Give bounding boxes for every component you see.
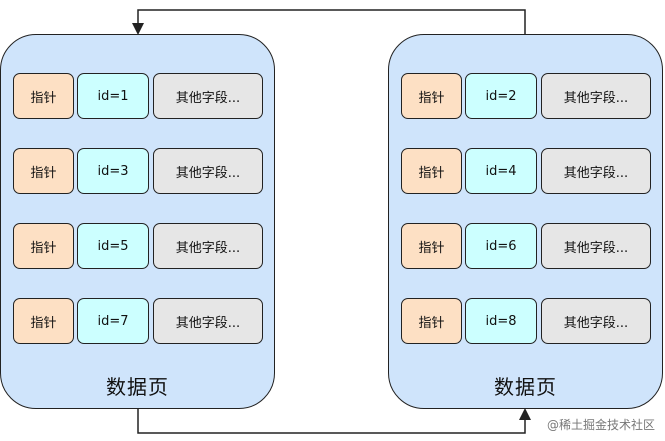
id-cell: id=8 [465,298,537,344]
id-cell: id=2 [465,73,537,119]
other-fields-cell: 其他字段... [153,73,263,119]
pointer-cell: 指针 [401,73,462,119]
other-fields-cell: 其他字段... [541,73,651,119]
id-cell: id=1 [77,73,149,119]
id-cell: id=3 [77,148,149,194]
data-page-left: 指针 id=1 其他字段... 指针 id=3 其他字段... 指针 id=5 … [0,34,275,409]
pointer-cell: 指针 [13,298,74,344]
pointer-cell: 指针 [13,148,74,194]
other-fields-cell: 其他字段... [541,223,651,269]
pointer-cell: 指针 [13,223,74,269]
id-cell: id=7 [77,298,149,344]
id-cell: id=6 [465,223,537,269]
id-cell: id=5 [77,223,149,269]
pointer-cell: 指针 [401,148,462,194]
other-fields-cell: 其他字段... [153,223,263,269]
other-fields-cell: 其他字段... [541,148,651,194]
top-page-link-arrow [132,9,526,35]
bottom-page-link-arrow [137,408,531,434]
pointer-cell: 指针 [401,298,462,344]
page-label: 数据页 [494,375,557,399]
pointer-cell: 指针 [13,73,74,119]
page-label: 数据页 [106,375,169,399]
id-cell: id=4 [465,148,537,194]
watermark-text: @稀土掘金技术社区 [546,418,655,432]
other-fields-cell: 其他字段... [153,298,263,344]
data-page-right: 指针 id=2 其他字段... 指针 id=4 其他字段... 指针 id=6 … [388,34,663,409]
other-fields-cell: 其他字段... [153,148,263,194]
other-fields-cell: 其他字段... [541,298,651,344]
pointer-cell: 指针 [401,223,462,269]
